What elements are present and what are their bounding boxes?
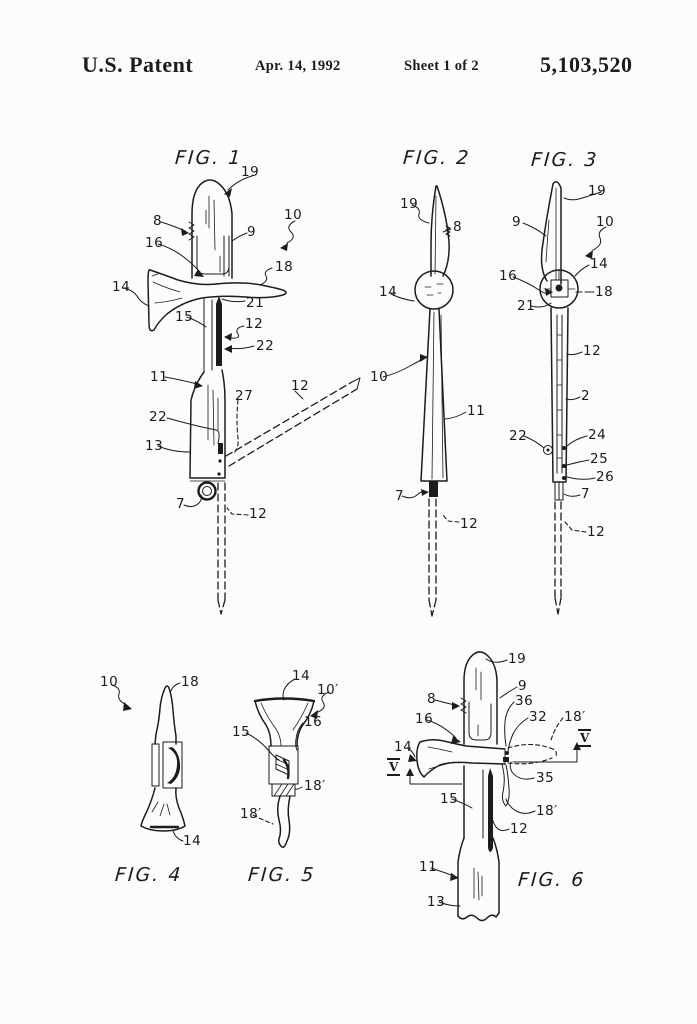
fig6-ref-9: 9 xyxy=(518,678,528,694)
fig3-ref-7: 7 xyxy=(581,486,591,502)
fig6-drawing xyxy=(406,651,581,922)
fig1-ref-10: 10 xyxy=(284,207,303,223)
fig5-ref-18pb: 18′ xyxy=(240,806,262,822)
fig2-drawing xyxy=(382,185,467,617)
fig6-caption: FIG. 6 xyxy=(517,869,587,891)
fig3-ref-26: 26 xyxy=(596,469,615,485)
fig1-ref-8: 8 xyxy=(153,213,163,229)
fig3-drawing xyxy=(512,181,607,615)
fig4-caption: FIG. 4 xyxy=(114,864,184,886)
fig1-ref-14: 14 xyxy=(112,279,131,295)
fig4-ref-14: 14 xyxy=(183,833,202,849)
fig1-drawing xyxy=(122,175,361,615)
fig6-section-marker-left: V xyxy=(387,758,401,776)
fig1-ref-19: 19 xyxy=(241,164,260,180)
fig3-ref-19: 19 xyxy=(588,183,607,199)
fig1-ref-11: 11 xyxy=(150,369,169,385)
fig2-ref-12: 12 xyxy=(460,516,479,532)
fig2-ref-11: 11 xyxy=(467,403,486,419)
fig2-ref-7: 7 xyxy=(395,488,405,504)
fig4-ref-18: 18 xyxy=(181,674,200,690)
fig3-ref-12a: 12 xyxy=(583,343,602,359)
fig2-ref-10: 10 xyxy=(370,369,389,385)
fig6-ref-16: 16 xyxy=(415,711,434,727)
fig2-ref-19: 19 xyxy=(400,196,419,212)
fig3-ref-2: 2 xyxy=(581,388,591,404)
fig1-ref-21: 21 xyxy=(246,295,265,311)
header-title: U.S. Patent xyxy=(82,52,194,77)
header-sheet-number: Sheet 1 of 2 xyxy=(404,58,479,74)
fig1-ref-27: 27 xyxy=(235,388,254,404)
fig1-ref-9: 9 xyxy=(247,224,257,240)
fig6-ref-14: 14 xyxy=(394,739,413,755)
fig1-ref-18: 18 xyxy=(275,259,294,275)
fig1-ref-7: 7 xyxy=(176,496,186,512)
fig6-ref-18pb: 18′ xyxy=(536,803,558,819)
fig5-ref-10p: 10′ xyxy=(317,682,339,698)
fig4-ref-10: 10 xyxy=(100,674,119,690)
fig1-ref-13: 13 xyxy=(145,438,164,454)
fig6-ref-36: 36 xyxy=(515,693,534,709)
fig3-ref-18: 18 xyxy=(595,284,614,300)
fig2-ref-8: 8 xyxy=(453,219,463,235)
fig5-ref-14: 14 xyxy=(292,668,311,684)
fig6-ref-35: 35 xyxy=(536,770,555,786)
fig2-caption: FIG. 2 xyxy=(402,147,472,169)
fig1-ref-12c: 12 xyxy=(249,506,268,522)
fig5-ref-18pa: 18′ xyxy=(304,778,326,794)
fig3-ref-9: 9 xyxy=(512,214,522,230)
fig1-ref-12b: 12 xyxy=(291,378,310,394)
fig3-ref-16: 16 xyxy=(499,268,518,284)
fig5-ref-15: 15 xyxy=(232,724,251,740)
fig1-ref-12a: 12 xyxy=(245,316,264,332)
fig1-caption: FIG. 1 xyxy=(174,147,244,169)
fig3-caption: FIG. 3 xyxy=(530,149,600,171)
fig1-ref-22a: 22 xyxy=(256,338,275,354)
fig3-ref-22: 22 xyxy=(509,428,528,444)
fig6-ref-13: 13 xyxy=(427,894,446,910)
fig4-drawing xyxy=(111,682,186,842)
fig5-ref-16: 16 xyxy=(304,714,323,730)
fig3-ref-24: 24 xyxy=(588,427,607,443)
fig3-ref-10: 10 xyxy=(596,214,615,230)
fig5-caption: FIG. 5 xyxy=(247,864,317,886)
fig1-ref-22b: 22 xyxy=(149,409,168,425)
fig6-ref-32: 32 xyxy=(529,709,548,725)
fig6-ref-12: 12 xyxy=(510,821,529,837)
fig6-section-marker-right: V xyxy=(578,729,592,747)
fig2-ref-14: 14 xyxy=(379,284,398,300)
fig6-ref-18pa: 18′ xyxy=(564,709,586,725)
fig6-ref-8: 8 xyxy=(427,691,437,707)
header-date: Apr. 14, 1992 xyxy=(255,58,341,74)
fig1-ref-15: 15 xyxy=(175,309,194,325)
fig5-drawing xyxy=(245,678,330,848)
fig6-ref-15: 15 xyxy=(440,791,459,807)
fig3-ref-14: 14 xyxy=(590,256,609,272)
fig3-ref-12b: 12 xyxy=(587,524,606,540)
fig1-ref-16: 16 xyxy=(145,235,164,251)
header-patent-number: 5,103,520 xyxy=(540,52,633,77)
fig6-ref-11: 11 xyxy=(419,859,438,875)
fig6-ref-19: 19 xyxy=(508,651,527,667)
fig3-ref-21: 21 xyxy=(517,298,536,314)
fig3-ref-25: 25 xyxy=(590,451,609,467)
